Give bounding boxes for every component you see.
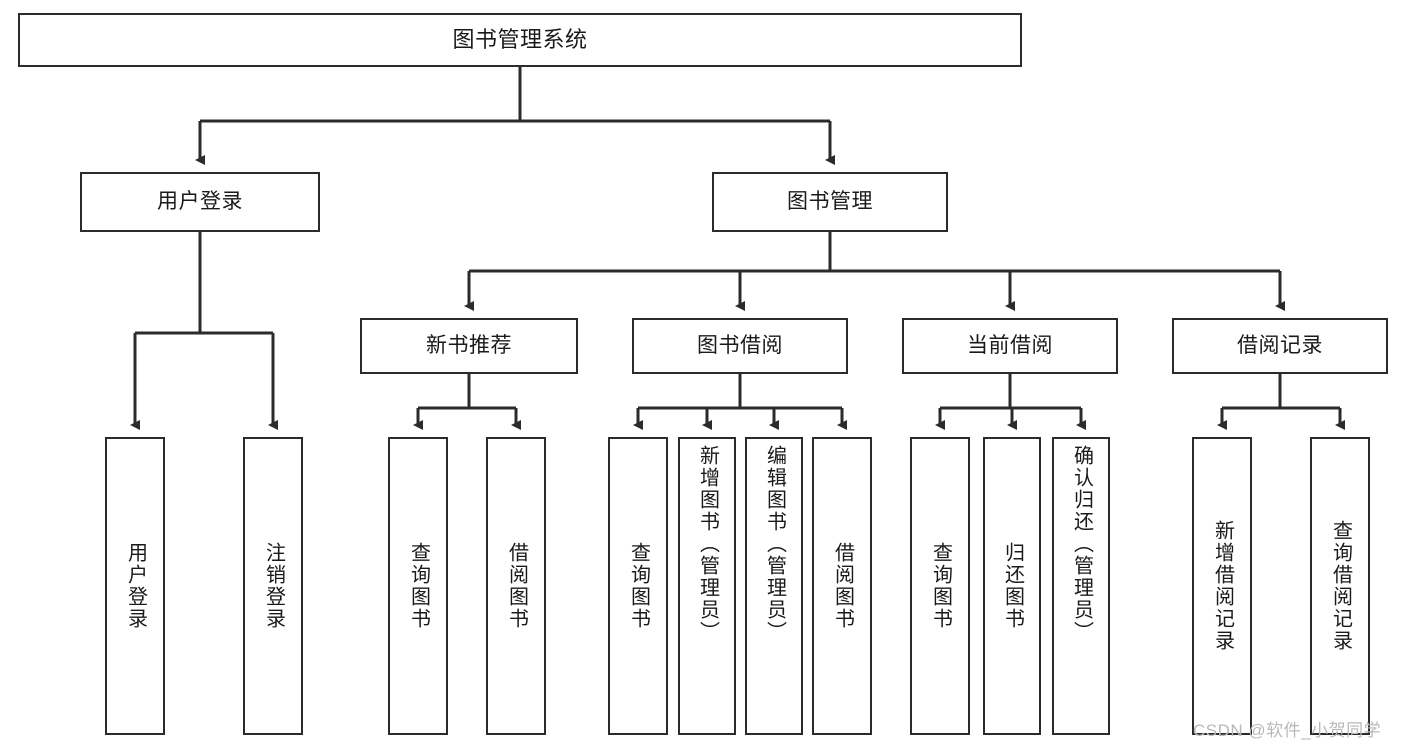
node-leaf-query-book-current[interactable]: 查询图书 [910,437,970,735]
node-current-borrow-label: 当前借阅 [967,333,1053,357]
node-book-manage[interactable]: 图书管理 [712,172,948,232]
csdn-watermark: CSDN @软件_小贺同学 [1193,721,1382,740]
node-leaf-add-record-label: 新增借阅记录 [1211,520,1234,652]
node-user-login-label: 用户登录 [157,189,243,213]
node-leaf-edit-book[interactable]: 编辑图书（管理员） [745,437,803,735]
node-leaf-borrow-book[interactable]: 借阅图书 [812,437,872,735]
node-book-borrow-label: 图书借阅 [697,333,783,357]
node-new-book-recommend-label: 新书推荐 [426,333,512,357]
node-leaf-user-login-label: 用户登录 [124,542,147,630]
node-leaf-query-record[interactable]: 查询借阅记录 [1310,437,1370,735]
node-borrow-record[interactable]: 借阅记录 [1172,318,1388,374]
node-book-borrow[interactable]: 图书借阅 [632,318,848,374]
node-leaf-borrow-book-rec-label: 借阅图书 [505,542,528,630]
node-leaf-query-book-rec-label: 查询图书 [407,542,430,630]
node-leaf-query-book-current-label: 查询图书 [929,542,952,630]
node-root-label: 图书管理系统 [452,27,588,53]
node-new-book-recommend[interactable]: 新书推荐 [360,318,578,374]
node-leaf-logout[interactable]: 注销登录 [243,437,303,735]
node-book-manage-label: 图书管理 [787,189,873,213]
node-leaf-add-book[interactable]: 新增图书（管理员） [678,437,736,735]
node-leaf-add-record[interactable]: 新增借阅记录 [1192,437,1252,735]
node-leaf-edit-book-label: 编辑图书（管理员） [763,445,786,643]
node-leaf-confirm-return-label: 确认归还（管理员） [1070,445,1093,643]
node-leaf-return-book-label: 归还图书 [1001,542,1024,630]
node-leaf-borrow-book-rec[interactable]: 借阅图书 [486,437,546,735]
node-borrow-record-label: 借阅记录 [1237,333,1323,357]
node-leaf-query-book-rec[interactable]: 查询图书 [388,437,448,735]
node-leaf-borrow-book-label: 借阅图书 [831,542,854,630]
node-leaf-return-book[interactable]: 归还图书 [983,437,1041,735]
node-root[interactable]: 图书管理系统 [18,13,1022,67]
node-leaf-add-book-label: 新增图书（管理员） [696,445,719,643]
node-leaf-user-login[interactable]: 用户登录 [105,437,165,735]
node-leaf-query-book-borrow[interactable]: 查询图书 [608,437,668,735]
node-leaf-query-record-label: 查询借阅记录 [1329,520,1352,652]
node-current-borrow[interactable]: 当前借阅 [902,318,1118,374]
node-leaf-query-book-borrow-label: 查询图书 [627,542,650,630]
node-leaf-confirm-return[interactable]: 确认归还（管理员） [1052,437,1110,735]
node-leaf-logout-label: 注销登录 [262,542,285,630]
node-user-login[interactable]: 用户登录 [80,172,320,232]
